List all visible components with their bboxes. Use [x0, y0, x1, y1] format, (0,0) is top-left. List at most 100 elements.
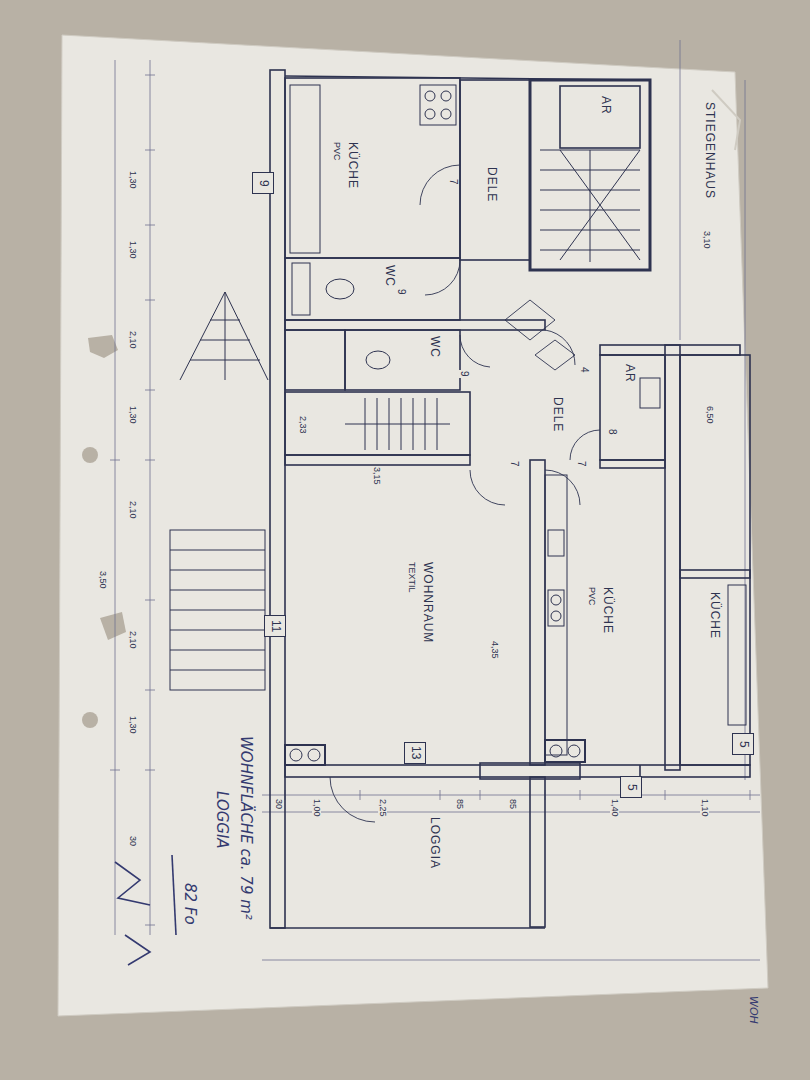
room-name: 5 [624, 784, 638, 791]
stair [560, 150, 640, 260]
dimension-line [145, 75, 155, 76]
dimension-line [262, 960, 760, 961]
elevation-sketch [170, 292, 268, 690]
door-number: 9 [395, 288, 407, 296]
door-swing [420, 165, 460, 205]
dimension-line [110, 770, 120, 771]
floor-finish: TEXTIL [407, 562, 417, 643]
room-name: 9 [256, 180, 270, 187]
wall [460, 80, 530, 260]
wall [560, 86, 640, 148]
dimension: 85 [455, 798, 464, 810]
elevation-sketch [170, 590, 265, 591]
fixture [285, 85, 746, 765]
fixture [545, 475, 567, 755]
room-name: 5 [736, 741, 750, 748]
dimension: 1,30 [128, 405, 137, 425]
room-name: DELE [484, 167, 498, 202]
door-swing [460, 335, 490, 367]
wall [285, 258, 460, 320]
dimension-line [680, 40, 681, 340]
room-label: LOGGIA [425, 815, 443, 871]
door-number: 4 [578, 366, 590, 374]
fixture [551, 595, 561, 605]
fixture [441, 91, 451, 101]
dimension: 1,10 [700, 798, 709, 818]
wall [285, 392, 470, 455]
room-name: KÜCHE [707, 592, 721, 639]
dimension-line [110, 460, 120, 461]
dimension-line [440, 790, 441, 800]
dimension-line [145, 690, 155, 691]
floor-finish: PVC [332, 142, 342, 189]
wall [285, 330, 345, 390]
window-number-box: 13 [404, 742, 426, 764]
stair [560, 150, 640, 260]
wall [285, 765, 750, 777]
door-swing [545, 330, 575, 365]
door-number: 7 [508, 460, 520, 468]
dimension-line [145, 770, 155, 771]
wall [680, 355, 750, 765]
door-swing [425, 260, 460, 295]
fixture [568, 745, 580, 757]
dimension: 1,00 [312, 798, 321, 818]
elevation-sketch [180, 292, 268, 380]
fixture [640, 378, 660, 408]
room-label: KÜCHEPVC [585, 585, 616, 636]
room-label: AR [620, 362, 638, 385]
fixture [548, 590, 564, 626]
signature [125, 935, 150, 965]
room-label: DELE [482, 165, 500, 204]
dimension: 3,50 [98, 570, 107, 590]
wall [285, 320, 545, 330]
room-label: STIEGENHAUS [700, 100, 718, 201]
dimension-line [580, 790, 581, 800]
room-label: KÜCHEPVC [330, 140, 361, 191]
room-label: WOHNRAUMTEXTIL [405, 560, 436, 645]
wall [285, 78, 460, 258]
dimension: 30 [274, 798, 283, 810]
handwritten-note: LOGGIA [214, 790, 229, 850]
door-swing [470, 470, 505, 505]
fixture [545, 740, 585, 762]
elevation-sketch [170, 530, 265, 690]
dimension: 4,35 [490, 640, 499, 660]
room-name: DELE [550, 397, 564, 432]
wall [530, 460, 545, 765]
room-label: WC [380, 263, 398, 289]
room-name: 13 [408, 746, 422, 759]
fixture [290, 85, 320, 253]
dimension-line [665, 790, 666, 800]
door-swing [330, 165, 600, 822]
room-name: WC [427, 336, 441, 358]
dimension-line [262, 812, 760, 813]
dimension-line [115, 60, 116, 935]
wall [665, 345, 680, 770]
ground [58, 35, 768, 1016]
dimension: 3,10 [702, 230, 711, 250]
room-name: WC [382, 265, 396, 287]
fixture [728, 585, 746, 725]
elevation-sketch [170, 610, 265, 611]
dimension: 2,10 [128, 330, 137, 350]
window-number-box: 9 [252, 172, 274, 194]
room-label: DELE [548, 395, 566, 434]
fixture [420, 85, 456, 125]
wall [680, 570, 750, 578]
dimension: 30 [128, 835, 137, 847]
dimension-line [110, 40, 760, 960]
elevation-sketch [225, 292, 226, 380]
door-swing [535, 340, 575, 370]
wall [270, 70, 285, 928]
dimension: 1,30 [128, 170, 137, 190]
fixture [292, 263, 310, 315]
dimension: 2,10 [128, 500, 137, 520]
dimension: 2,10 [128, 630, 137, 650]
room-name: 11 [268, 620, 282, 632]
